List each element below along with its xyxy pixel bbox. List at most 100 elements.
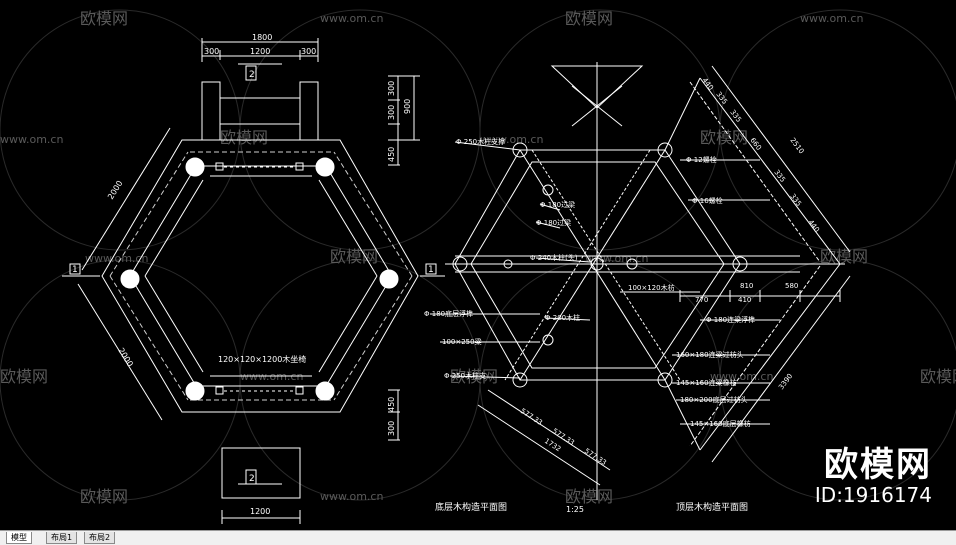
column xyxy=(315,157,335,177)
tab-layout-1[interactable]: 布局1 xyxy=(46,532,78,544)
callout: Φ 180过梁 xyxy=(540,200,575,209)
callout: 145×160连梁橡枋 xyxy=(676,378,737,387)
dim-top-mid: 1200 xyxy=(250,47,270,56)
watermark-site: www.om.cn xyxy=(480,133,543,146)
column xyxy=(185,157,205,177)
callout: 160×180连梁过枋头 xyxy=(676,350,744,359)
dim-right: 900 xyxy=(403,99,412,114)
section-mark: 2 xyxy=(249,474,255,484)
left-plan-title: 底层木构造平面图 xyxy=(435,501,507,513)
dim-long: 3390 xyxy=(777,372,794,391)
dim-edge: 335 xyxy=(728,108,742,123)
callout: Φ 250木柱支撑 xyxy=(456,137,505,146)
right-plan-title: 顶层木构造平面图 xyxy=(676,501,748,513)
dim: 770 xyxy=(695,296,708,304)
callout: 100×250梁 xyxy=(442,337,482,346)
watermark-brand: 欧模网 xyxy=(820,247,868,266)
node xyxy=(626,258,638,270)
watermark-brand: 欧模网 xyxy=(565,487,613,506)
brand-name: 欧模网 xyxy=(824,445,932,485)
watermark-brand: 欧模网 xyxy=(80,9,128,28)
cad-drawing-svg: 欧模网 www.om.cn 欧模网 www.om.cn www.om.cn 欧模… xyxy=(0,9,956,524)
dim-bottom: 450 xyxy=(387,397,396,412)
brand-logo: 欧模网 ID:1916174 xyxy=(815,446,932,506)
watermark-site: www.om.cn xyxy=(85,252,148,265)
side-mark: 1 xyxy=(72,265,78,275)
cad-drawing-canvas[interactable]: 欧模网 www.om.cn 欧模网 www.om.cn www.om.cn 欧模… xyxy=(0,0,956,530)
watermark-site: www.om.cn xyxy=(585,252,648,265)
right-hexagon-inner xyxy=(470,161,725,369)
callout: Φ 180过梁 xyxy=(536,218,571,227)
watermark-site: www.om.cn xyxy=(320,490,383,503)
node xyxy=(512,372,528,388)
node xyxy=(732,256,748,272)
watermark-site: www.om.cn xyxy=(0,133,63,146)
dim-side: 2000 xyxy=(106,179,124,201)
watermark-brand: 欧模网 xyxy=(80,487,128,506)
node xyxy=(657,142,673,158)
callout: Φ 240木柱(头) xyxy=(530,253,578,262)
dim: 580 xyxy=(785,282,798,290)
node xyxy=(542,184,554,196)
dim-right: 450 xyxy=(387,147,396,162)
watermark-site: www.om.cn xyxy=(800,12,863,25)
dim-bottom: 577.33 xyxy=(519,407,544,427)
column xyxy=(315,381,335,401)
left-hexagon-outer xyxy=(101,139,419,413)
watermark-brand: 欧模网 xyxy=(565,9,613,28)
dim-edge: 335 xyxy=(788,192,802,207)
side-mark: 1 xyxy=(428,265,434,275)
dim-right: 300 xyxy=(387,81,396,96)
bench-note: 120×120×1200木坐椅 xyxy=(218,354,306,364)
callout: 145×160底层橡枋 xyxy=(690,419,751,428)
dim-edge: 660 xyxy=(748,136,762,151)
node xyxy=(452,256,468,272)
node xyxy=(590,257,604,271)
left-hexagon-inner xyxy=(129,165,393,387)
dim-edge: 440 xyxy=(806,218,820,233)
right-plan-labels: Φ 250木柱支撑 Φ 180过梁 Φ 180过梁 Φ 240木柱(头) Φ 1… xyxy=(424,76,821,514)
section-mark: 2 xyxy=(249,70,255,80)
watermark-brand: 欧模网 xyxy=(0,367,48,386)
column xyxy=(185,381,205,401)
layout-tab-bar: 模型 布局1 布局2 xyxy=(0,530,956,545)
callout: 100×120木枋 xyxy=(628,283,675,292)
dim-top-side: 300 xyxy=(204,47,219,56)
tab-layout-2[interactable]: 布局2 xyxy=(84,532,116,544)
right-plan xyxy=(430,62,851,500)
scale-label: 1:25 xyxy=(566,505,584,514)
watermark-brand: 欧模网 xyxy=(330,247,378,266)
dim-bottom-width: 1200 xyxy=(250,507,270,516)
watermark-brand: 欧模网 xyxy=(700,128,748,147)
dim-top-total: 1800 xyxy=(252,33,272,42)
dim-side: 2000 xyxy=(116,346,134,368)
callout: Φ 16螺栓 xyxy=(692,196,723,205)
watermark-brand: 欧模网 xyxy=(920,367,956,386)
callout: Φ 250木柱支 xyxy=(444,371,486,380)
dim-bottom: 577.33 xyxy=(583,447,608,467)
dim-top-side: 300 xyxy=(301,47,316,56)
dim-bottom: 1732 xyxy=(543,437,562,453)
watermark-site: www.om.cn xyxy=(320,12,383,25)
dim-bottom: 300 xyxy=(387,421,396,436)
watermark-brand: 欧模网 xyxy=(220,128,268,147)
column xyxy=(379,269,399,289)
callout: Φ 180连梁浮榫 xyxy=(706,315,755,324)
node xyxy=(503,259,513,269)
callout: Φ 200木柱 xyxy=(545,313,580,322)
dim: 410 xyxy=(738,296,751,304)
dim-right: 300 xyxy=(387,105,396,120)
watermarks: 欧模网 www.om.cn 欧模网 www.om.cn www.om.cn 欧模… xyxy=(0,9,956,506)
left-plan xyxy=(62,38,445,524)
brand-id: ID:1916174 xyxy=(814,483,932,507)
dim-edge: 335 xyxy=(772,168,786,183)
tab-model[interactable]: 模型 xyxy=(6,532,32,544)
dim: 810 xyxy=(740,282,753,290)
node xyxy=(542,334,554,346)
column xyxy=(120,269,140,289)
callout: 180×200底层过枋头 xyxy=(680,395,748,404)
node xyxy=(512,142,528,158)
callout: Φ 12螺栓 xyxy=(686,155,717,164)
callout: Φ 180底层浮榫 xyxy=(424,309,473,318)
node xyxy=(657,372,673,388)
